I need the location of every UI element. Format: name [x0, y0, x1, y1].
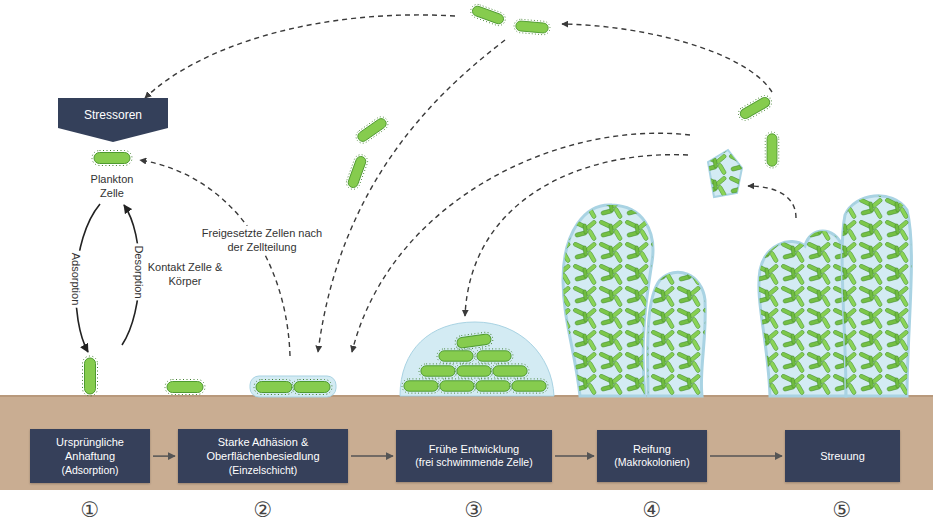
colony-cells — [759, 231, 849, 396]
box-title: Streuung — [820, 449, 865, 463]
callout-number: ③ — [465, 500, 484, 521]
colony-matrix — [648, 272, 706, 396]
callout-number: ① — [81, 500, 100, 521]
fragment-cells — [708, 150, 742, 197]
attached-cell — [83, 356, 98, 396]
surface-cell — [254, 380, 294, 395]
plankton-cell — [92, 151, 132, 166]
box-title: Reifung — [633, 442, 671, 456]
ground — [0, 395, 933, 490]
mound-cell — [475, 349, 513, 363]
note-label: Freigesetzte Zellen nach der Zellteilung — [199, 226, 325, 255]
released-cell — [469, 3, 507, 28]
arrow-label: Adsorption — [69, 251, 83, 308]
surface-cell — [292, 380, 332, 395]
dispersing-colonies — [708, 150, 911, 396]
colony-matrix — [563, 205, 653, 396]
box-title: Frühe Entwicklung — [429, 442, 520, 456]
box-subtitle: (frei schwimmende Zelle) — [415, 456, 532, 470]
released-cell — [513, 19, 550, 36]
box-title: Ursprüngliche Anhaftung — [36, 435, 144, 464]
stage-box: Reifung(Makrokolonien) — [597, 430, 707, 482]
box-title: Starke Adhäsion & Oberflächenbesiedlung — [184, 435, 342, 464]
pentagon-fill — [58, 98, 168, 142]
mound-cell — [402, 379, 440, 393]
mound-cell — [474, 379, 512, 393]
flow-arrow — [555, 455, 594, 457]
dashed-arrow — [562, 24, 772, 92]
stage-box: Streuung — [785, 430, 900, 482]
mound-cell — [455, 364, 493, 378]
box-subtitle: (Einzelschicht) — [229, 464, 297, 478]
callout-number: ⑤ — [833, 500, 852, 521]
box-subtitle: (Adsorption) — [61, 464, 118, 478]
mound-cell — [419, 364, 457, 378]
matrix-layer — [250, 376, 336, 397]
mound-cell — [437, 349, 475, 363]
flow-arrow — [351, 455, 393, 457]
colony-cells — [563, 205, 653, 396]
stage-box: Starke Adhäsion & Oberflächenbesiedlung(… — [178, 429, 348, 483]
flow-arrow — [710, 455, 782, 457]
stage-box: Frühe Entwicklung(frei schwimmende Zelle… — [396, 430, 552, 482]
box-subtitle: (Makrokolonien) — [614, 456, 689, 470]
cell-label: Plankton Zelle — [84, 172, 140, 201]
dashed-arrow — [748, 186, 796, 218]
mound-cell — [438, 379, 476, 393]
released-cell — [353, 114, 390, 146]
stage-box: Ursprüngliche Anhaftung(Adsorption) — [30, 429, 150, 483]
fragment-matrix — [708, 150, 742, 197]
macrocolonies — [563, 205, 705, 396]
mound-cell — [454, 331, 494, 350]
contact-cell — [165, 380, 205, 395]
flow-arrow — [153, 455, 175, 457]
box-title: Stressoren — [84, 108, 142, 122]
callout-number: ② — [254, 500, 273, 521]
mound-cell — [510, 379, 548, 393]
arrow-label: Desorption — [132, 243, 146, 300]
stressor-box: Stressoren — [58, 98, 168, 142]
released-cell — [345, 153, 370, 191]
note-label: Kontakt Zelle & Körper — [143, 260, 227, 289]
dashed-arrow — [140, 160, 290, 356]
matrix-mound — [400, 322, 554, 396]
colony-cells — [648, 272, 706, 396]
dashed-arrow — [318, 40, 505, 352]
callout-number: ④ — [643, 500, 662, 521]
dashed-arrow — [145, 15, 455, 98]
released-cell — [765, 132, 779, 168]
colony-matrix — [759, 231, 849, 396]
mound-cell — [491, 364, 529, 378]
released-cell — [736, 93, 774, 123]
colony-cells — [842, 196, 911, 396]
colony-matrix — [842, 196, 911, 396]
